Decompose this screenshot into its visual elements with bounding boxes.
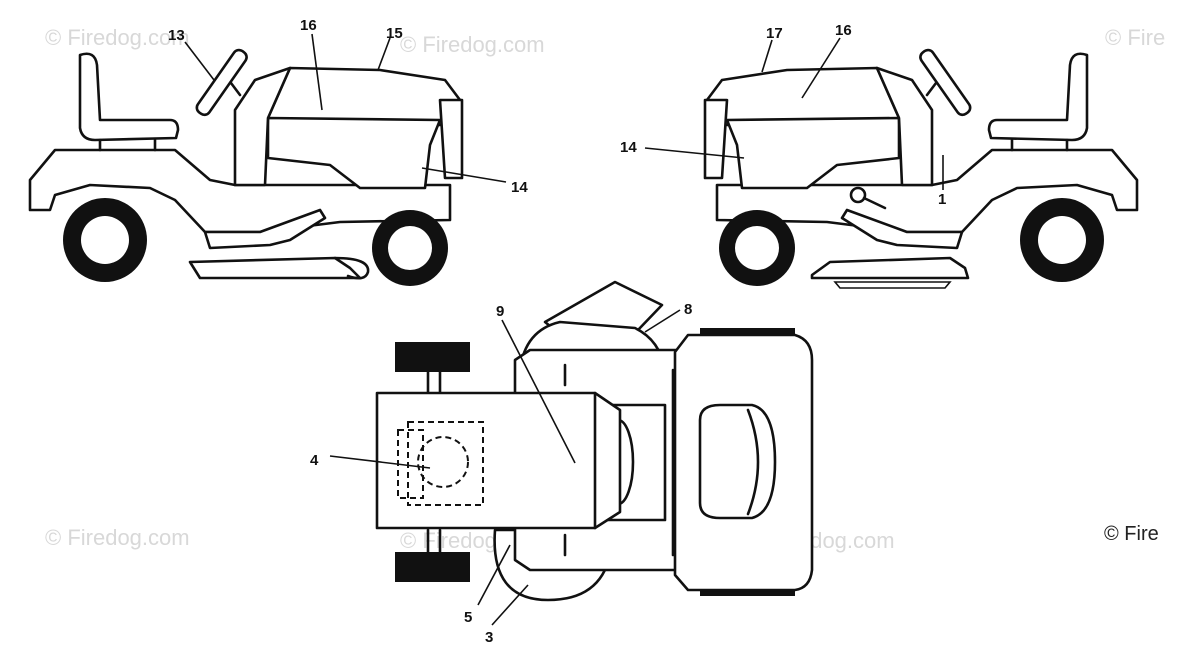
engine-side	[725, 116, 901, 190]
leader-5	[477, 544, 511, 606]
seat-support	[1010, 138, 1069, 152]
decal-outline-4b	[407, 421, 484, 506]
rear-fender	[28, 148, 452, 234]
foot-pan	[203, 208, 327, 250]
watermark: © Firedog.com	[45, 25, 190, 50]
callout-16: 16	[300, 17, 317, 34]
front-wheel-hub	[735, 226, 779, 270]
watermark: © Firedog.com	[45, 525, 190, 550]
seat	[987, 52, 1089, 142]
leader-lines	[184, 33, 944, 626]
callout-1: 1	[938, 191, 946, 208]
seat-support	[98, 138, 157, 152]
dash	[875, 66, 934, 187]
front-wheel-top	[395, 552, 470, 582]
leader-17	[761, 39, 773, 73]
steering-wheel	[919, 48, 972, 117]
foot-pan	[840, 208, 964, 250]
callout-9: 9	[496, 303, 504, 320]
leader-4	[329, 455, 431, 469]
callout-15: 15	[386, 25, 403, 42]
leader-16a	[311, 33, 323, 111]
deck-chute	[333, 256, 370, 280]
callout-5: 5	[464, 609, 472, 626]
front-grille	[703, 98, 729, 180]
callout-8: 8	[684, 301, 692, 318]
leader-14b	[644, 147, 745, 159]
rear-wheel-hub	[81, 216, 129, 264]
mower-deck	[188, 256, 362, 280]
rear-wheel-hub	[1038, 216, 1086, 264]
right-side-view	[703, 48, 1139, 289]
seat	[78, 52, 180, 142]
watermark: © Firedog.com	[400, 32, 545, 57]
lift-lever-knob	[849, 186, 867, 204]
front-grille	[438, 98, 464, 180]
callout-14: 14	[511, 179, 528, 196]
engine-side	[266, 116, 442, 190]
dash	[233, 66, 292, 187]
hood-top	[375, 391, 622, 530]
rear-fender	[715, 148, 1139, 234]
left-side-view	[28, 48, 464, 286]
top-view	[375, 280, 814, 602]
mower-deck	[810, 256, 970, 280]
leader-8	[644, 309, 681, 333]
callout-3: 3	[485, 629, 493, 646]
callout-14: 14	[620, 139, 637, 156]
callout-4: 4	[310, 452, 319, 469]
leader-13	[184, 41, 215, 81]
deck-skirt	[833, 281, 952, 289]
leader-3	[491, 584, 529, 626]
watermark: © Fire	[1105, 25, 1165, 50]
seat-top	[698, 403, 777, 520]
steering-wheel	[195, 48, 248, 117]
leader-14a	[421, 167, 507, 183]
hood	[266, 66, 462, 127]
front-axle	[426, 370, 442, 554]
seat-back-curve	[746, 408, 760, 516]
leader-15	[377, 37, 391, 71]
front-wheel-hub	[388, 226, 432, 270]
leader-16b	[801, 37, 841, 99]
callout-13: 13	[168, 27, 185, 44]
lift-lever	[862, 196, 887, 210]
front-wheel-top	[395, 342, 470, 372]
callout-17: 17	[766, 25, 783, 42]
leader-9	[501, 319, 576, 464]
decal-outline-4c	[417, 436, 469, 488]
callout-16: 16	[835, 22, 852, 39]
copyright-text: © Fire	[1104, 523, 1159, 545]
